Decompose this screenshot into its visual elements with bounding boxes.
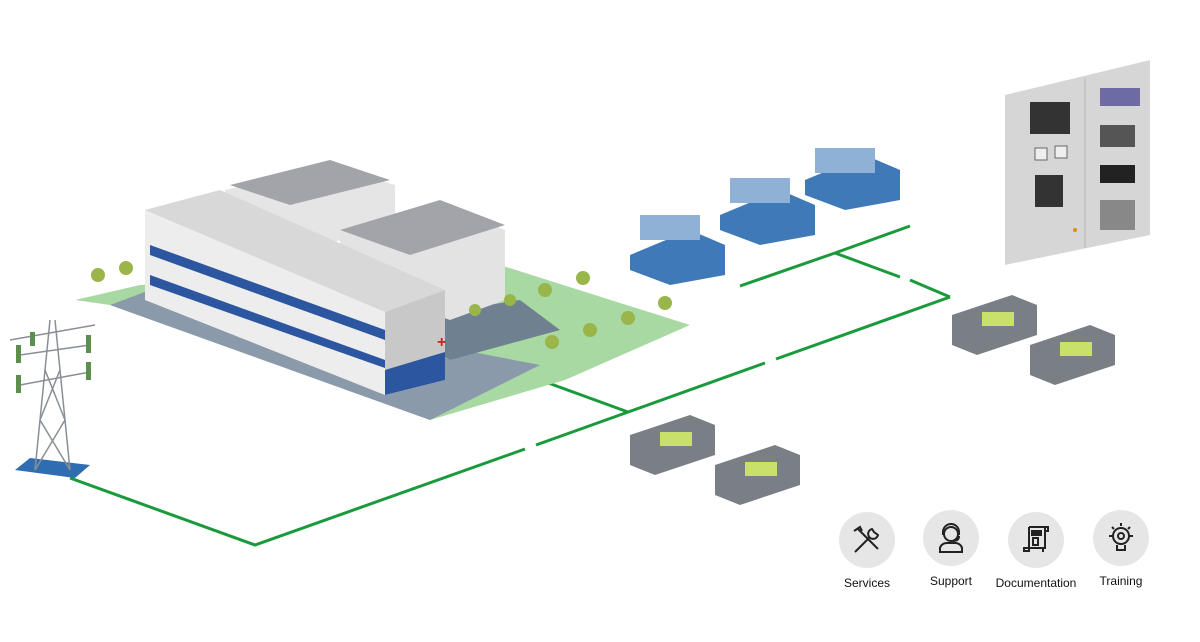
- controller-3: [952, 295, 1037, 355]
- transmission-pylon: [9, 319, 96, 478]
- hospital-building: +: [145, 160, 505, 395]
- generator-1: [630, 215, 725, 285]
- services-label: Services: [843, 576, 890, 590]
- document-icon: [1008, 512, 1064, 568]
- line-main-1: [535, 361, 766, 447]
- line-main-2: [775, 295, 951, 361]
- headset-icon: [923, 510, 979, 566]
- tools-icon: [839, 512, 895, 568]
- line-pylon: [69, 447, 526, 547]
- generator-2: [720, 178, 815, 245]
- controller-4: [1030, 325, 1115, 385]
- support-button[interactable]: Support: [906, 510, 996, 588]
- controllers: [630, 295, 1115, 505]
- documentation-label: Documentation: [995, 576, 1077, 590]
- svg-text:+: +: [437, 334, 446, 351]
- services-button[interactable]: Services: [822, 512, 912, 590]
- support-label: Support: [929, 574, 973, 588]
- trees: [91, 261, 672, 349]
- line-gen-c: [909, 278, 951, 299]
- lightbulb-gear-icon: [1093, 510, 1149, 566]
- generator-sets: [630, 148, 900, 285]
- training-button[interactable]: Training: [1076, 510, 1166, 588]
- controller-1: [630, 415, 715, 475]
- training-label: Training: [1099, 574, 1143, 588]
- controller-2: [715, 445, 800, 505]
- control-cabinet: [1005, 60, 1150, 265]
- documentation-button[interactable]: Documentation: [991, 512, 1081, 590]
- line-gen-b: [834, 251, 901, 279]
- generator-3: [805, 148, 900, 210]
- line-building: [539, 378, 629, 414]
- network-lines: [69, 224, 951, 547]
